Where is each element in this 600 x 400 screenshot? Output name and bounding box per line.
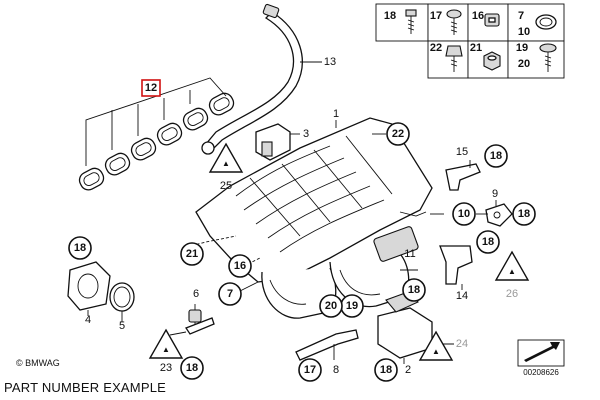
- bracket-15: [445, 160, 481, 191]
- callout-15[interactable]: 15: [456, 146, 468, 158]
- flange-bolt-icon: [539, 43, 557, 72]
- bracket-14: [439, 245, 473, 290]
- svg-text:10: 10: [458, 208, 470, 220]
- svg-text:17: 17: [304, 364, 316, 376]
- callout-1[interactable]: 1: [333, 108, 339, 120]
- svg-text:19: 19: [346, 300, 358, 312]
- callout-7[interactable]: 7: [218, 282, 242, 306]
- callout-10[interactable]: 10: [452, 202, 476, 226]
- callout-6[interactable]: 6: [193, 288, 199, 300]
- svg-text:18: 18: [490, 150, 502, 162]
- callout-20[interactable]: 20: [319, 294, 343, 318]
- callout-18-bottom-left[interactable]: 18: [180, 356, 204, 380]
- legend-label-7: 7: [518, 10, 524, 22]
- callout-18-bottom-right[interactable]: 18: [374, 358, 398, 382]
- callout-9[interactable]: 9: [492, 188, 498, 200]
- legend-label-20: 20: [518, 58, 530, 70]
- svg-text:20: 20: [325, 300, 337, 312]
- callout-25[interactable]: 25: [220, 180, 232, 192]
- callout-18-mid[interactable]: 18: [476, 230, 500, 254]
- callout-21[interactable]: 21: [180, 242, 204, 266]
- callout-19[interactable]: 19: [340, 294, 364, 318]
- diagram-number: 00208626: [523, 368, 559, 377]
- callout-17[interactable]: 17: [298, 358, 322, 382]
- seal-ring-icon: [535, 14, 557, 30]
- arrow-icon: [517, 339, 565, 367]
- callout-3[interactable]: 3: [303, 128, 309, 140]
- svg-text:18: 18: [518, 208, 530, 220]
- sensor-part: [255, 123, 300, 161]
- hardware-legend: 18 17 16 7 10 22 21: [375, 3, 565, 79]
- svg-text:7: 7: [227, 288, 233, 300]
- screw-icon: [446, 9, 462, 35]
- intake-manifold: [195, 117, 433, 319]
- hex-nut-icon: [483, 51, 501, 71]
- svg-text:▲: ▲: [432, 347, 440, 356]
- bracket-8: [295, 329, 359, 361]
- clip-nut-icon: [484, 13, 500, 27]
- callout-16[interactable]: 16: [228, 254, 252, 278]
- leader-lines: [169, 133, 488, 345]
- svg-text:▲: ▲: [162, 345, 170, 354]
- svg-text:▲: ▲: [508, 267, 516, 276]
- legend-label-22: 22: [430, 42, 442, 54]
- callout-2[interactable]: 2: [405, 364, 411, 376]
- warning-triangle-25: ▲: [208, 142, 244, 173]
- callout-18-upper[interactable]: 18: [484, 144, 508, 168]
- callout-26[interactable]: 26: [506, 288, 518, 300]
- svg-text:18: 18: [482, 236, 494, 248]
- callout-11[interactable]: 11: [404, 248, 415, 260]
- callout-13[interactable]: 13: [324, 56, 336, 68]
- svg-text:18: 18: [74, 242, 86, 254]
- callout-23[interactable]: 23: [160, 362, 172, 374]
- svg-text:12: 12: [145, 82, 157, 94]
- throttle-part-4: [67, 261, 111, 316]
- callout-5[interactable]: 5: [119, 320, 125, 332]
- callout-8[interactable]: 8: [333, 364, 339, 376]
- legend-label-17: 17: [430, 10, 442, 22]
- legend-label-18: 18: [384, 10, 396, 22]
- callout-18-center[interactable]: 18: [402, 278, 426, 302]
- svg-text:21: 21: [186, 248, 198, 260]
- callout-18-right[interactable]: 18: [512, 202, 536, 226]
- callout-18-left[interactable]: 18: [68, 236, 92, 260]
- bolt-icon: [405, 9, 417, 34]
- svg-text:▲: ▲: [222, 159, 230, 168]
- warning-triangle-24: ▲: [418, 330, 454, 361]
- callout-12[interactable]: 12: [141, 79, 161, 97]
- legend-label-21: 21: [470, 42, 482, 54]
- svg-text:18: 18: [186, 362, 198, 374]
- breather-hose: [201, 3, 322, 155]
- warning-triangle-23: ▲: [148, 328, 184, 359]
- intake-gaskets: [78, 77, 235, 191]
- gasket-part-5: [109, 282, 135, 322]
- callout-22[interactable]: 22: [386, 122, 410, 146]
- callout-14[interactable]: 14: [456, 290, 468, 302]
- sensor-6: [185, 304, 215, 335]
- legend-label-10: 10: [518, 26, 530, 38]
- svg-text:18: 18: [380, 364, 392, 376]
- caption-text: PART NUMBER EXAMPLE: [4, 380, 167, 395]
- copyright-label: © BMWAG: [16, 358, 60, 368]
- svg-text:16: 16: [234, 260, 246, 272]
- legend-label-16: 16: [472, 10, 484, 22]
- stud-bolt-icon: [445, 45, 463, 72]
- svg-text:22: 22: [392, 128, 404, 140]
- callout-24[interactable]: 24: [456, 338, 468, 350]
- legend-label-19: 19: [516, 42, 528, 54]
- svg-text:18: 18: [408, 284, 420, 296]
- callout-4[interactable]: 4: [85, 314, 91, 326]
- sensor-9: [485, 200, 513, 227]
- warning-triangle-26: ▲: [494, 250, 530, 281]
